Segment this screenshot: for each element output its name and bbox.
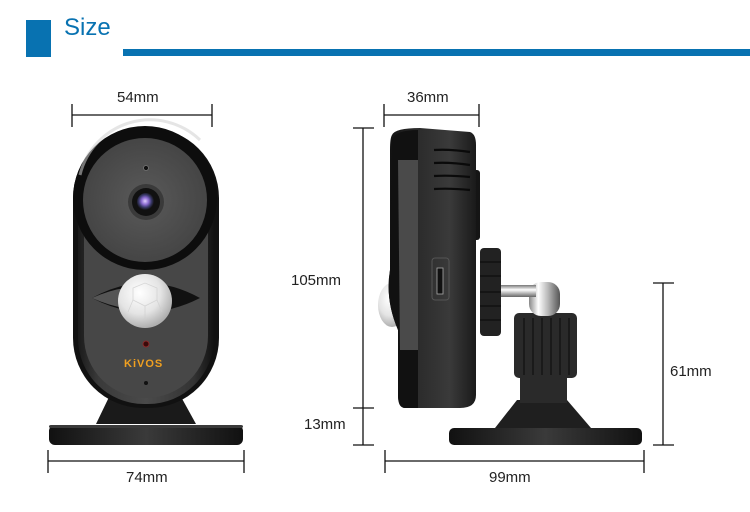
dim-label-body-height: 105mm bbox=[291, 272, 342, 289]
dim-label-base-width: 74mm bbox=[126, 469, 168, 486]
dim-label-mount-height: 61mm bbox=[670, 363, 712, 380]
camera-front-view bbox=[49, 118, 243, 445]
brand-logo: KiVOS bbox=[124, 358, 163, 370]
dim-label-total-length: 99mm bbox=[489, 469, 531, 486]
dim-label-top-width: 54mm bbox=[117, 89, 159, 106]
dimension-lines bbox=[47, 104, 674, 473]
camera-side-view bbox=[378, 128, 642, 445]
page-title: Size bbox=[64, 14, 111, 41]
header-accent-block bbox=[26, 20, 51, 57]
dim-label-depth: 36mm bbox=[407, 89, 449, 106]
header-rule bbox=[123, 49, 750, 56]
dim-label-base-gap: 13mm bbox=[304, 416, 346, 433]
